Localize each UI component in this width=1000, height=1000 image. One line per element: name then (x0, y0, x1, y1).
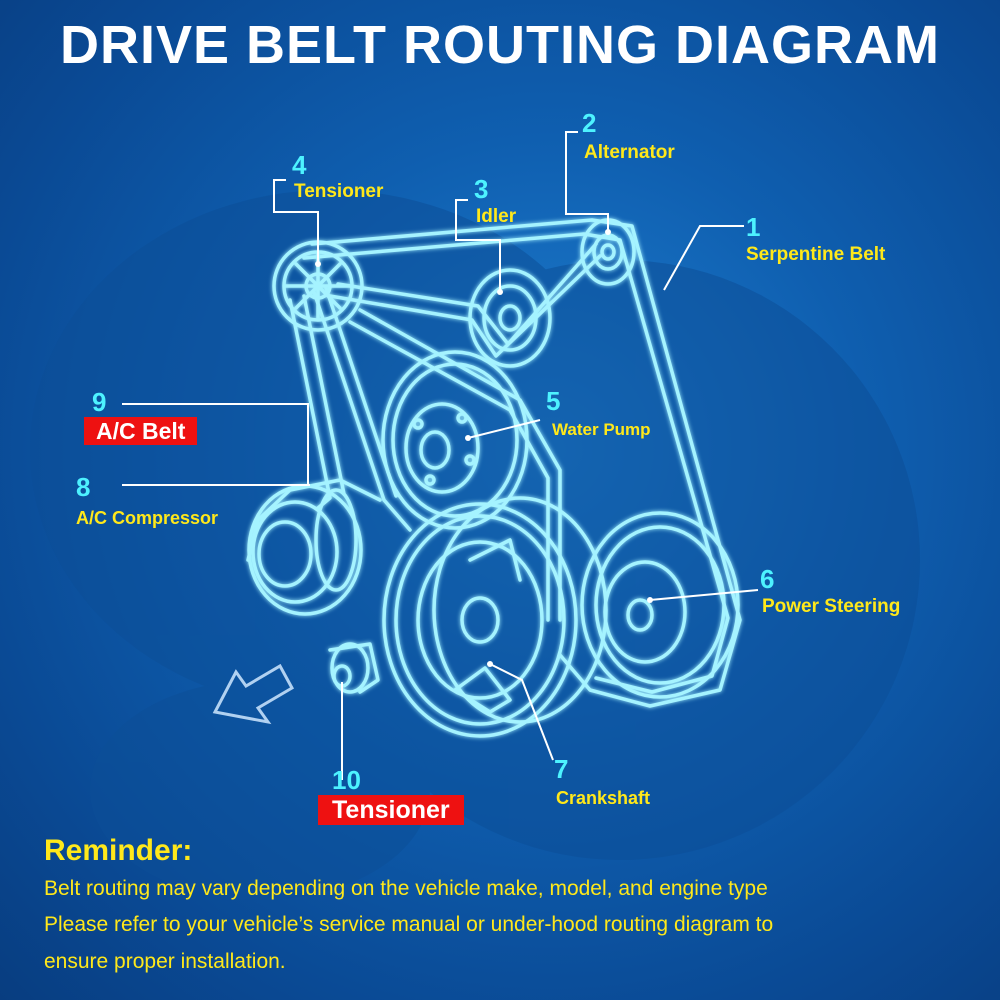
callout-label-power-steering: Power Steering (762, 596, 901, 617)
water-pump-pulley (381, 350, 529, 530)
callout-number-3: 3 (474, 174, 489, 204)
callout-number-9: 9 (92, 387, 107, 417)
pulleys-and-belts (246, 218, 742, 738)
power-steering-pulley (580, 511, 740, 699)
callout-number-4: 4 (292, 150, 307, 180)
callout-label-serpentine-belt: Serpentine Belt (746, 244, 886, 265)
callout-number-5: 5 (546, 386, 561, 416)
direction-arrow-icon (212, 663, 295, 725)
callout-label-ac-compressor: A/C Compressor (76, 508, 219, 528)
callout-label-idler: Idler (476, 206, 517, 227)
callout-label-ac-belt: A/C Belt (84, 417, 198, 445)
reminder-line-1: Belt routing may vary depending on the v… (44, 877, 768, 900)
callout-number-1: 1 (746, 212, 761, 242)
callout-label-tensioner: Tensioner (294, 181, 384, 202)
callout-label-crankshaft: Crankshaft (556, 788, 651, 808)
callout-number-2: 2 (582, 108, 597, 138)
reminder-line-3: ensure proper installation. (44, 950, 286, 973)
callout-label-alternator: Alternator (584, 142, 675, 163)
callout-number-6: 6 (760, 564, 775, 594)
callout-label-lower-tensioner: Tensioner (318, 795, 464, 825)
tensioner-pulley (272, 240, 364, 332)
callout-number-10: 10 (332, 765, 361, 795)
idler-pulley (468, 268, 552, 368)
page-title: DRIVE BELT ROUTING DIAGRAM (60, 15, 940, 75)
reminder-heading: Reminder: (44, 834, 193, 867)
leader-dots (315, 229, 653, 667)
leader-lines (122, 131, 759, 780)
callout-label-water-pump: Water Pump (552, 420, 651, 439)
engine-background (30, 190, 920, 900)
callout-number-8: 8 (76, 472, 91, 502)
callout-number-7: 7 (554, 754, 569, 784)
reminder-line-2: Please refer to your vehicle’s service m… (44, 913, 774, 936)
